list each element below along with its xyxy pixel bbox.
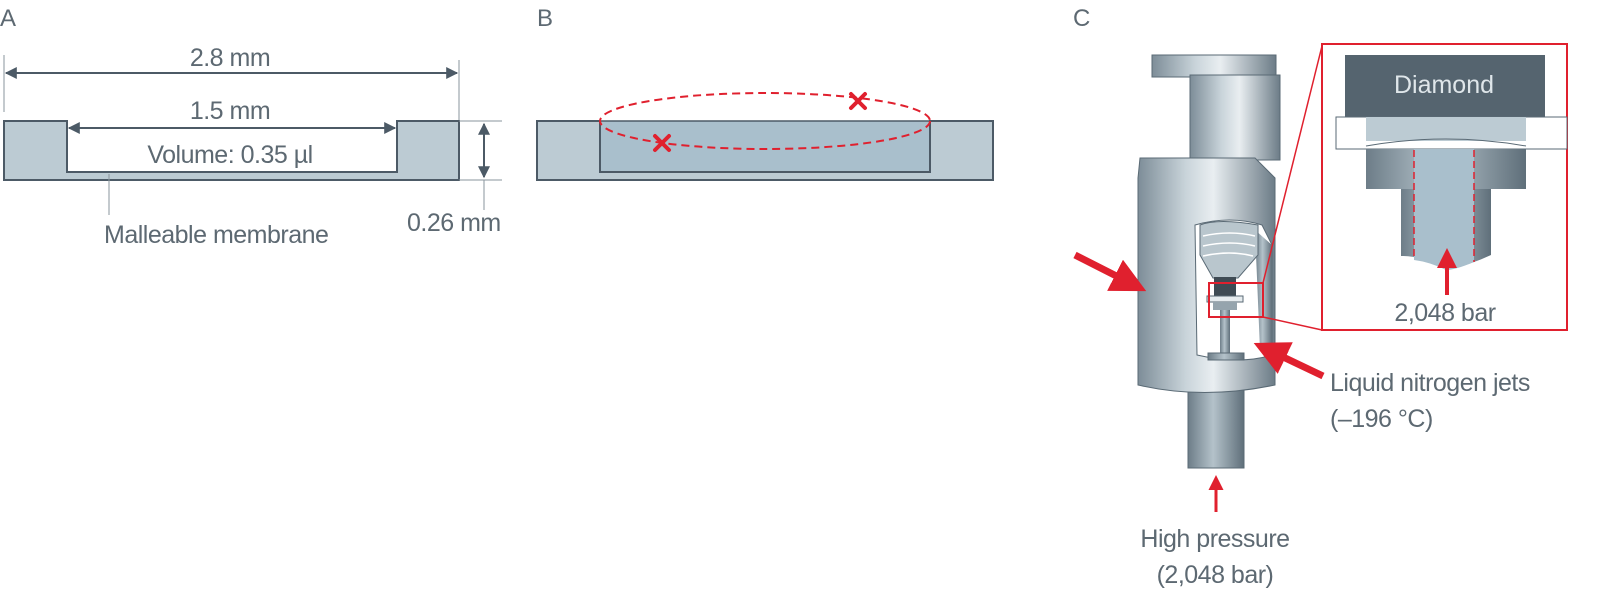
droplet-outline [599, 92, 931, 150]
outer-width-label: 2.8 mm [190, 44, 270, 72]
volume-label: Volume: 0.35 µl [147, 141, 312, 169]
panel-label-a: A [0, 5, 16, 32]
x-mark-icon [653, 134, 671, 152]
nitrogen-label-line2: (–196 °C) [1330, 405, 1433, 433]
inner-width-label: 1.5 mm [190, 97, 270, 125]
panel-label-c: C [1073, 5, 1090, 32]
pressure-label-line1: High pressure [1140, 525, 1289, 553]
diamond-label: Diamond [1394, 71, 1494, 99]
nitrogen-label-line1: Liquid nitrogen jets [1330, 369, 1530, 397]
sample-holder-cross-section [3, 120, 460, 181]
inset-pressure-label: 2,048 bar [1394, 299, 1495, 327]
detail-highlight-box [1208, 282, 1264, 318]
nitrogen-jet-arrow-icon [1253, 342, 1325, 380]
membrane-label: Malleable membrane [104, 221, 328, 249]
x-mark-icon [849, 92, 867, 110]
height-label: 0.26 mm [407, 209, 501, 237]
filled-sample-holder [536, 120, 994, 181]
high-pressure-chamber [1137, 54, 1281, 469]
pressure-label-line2: (2,048 bar) [1157, 561, 1274, 589]
inset-anvil [1335, 55, 1568, 270]
nitrogen-jet-arrow-icon [1073, 251, 1147, 292]
panel-label-b: B [537, 5, 553, 32]
